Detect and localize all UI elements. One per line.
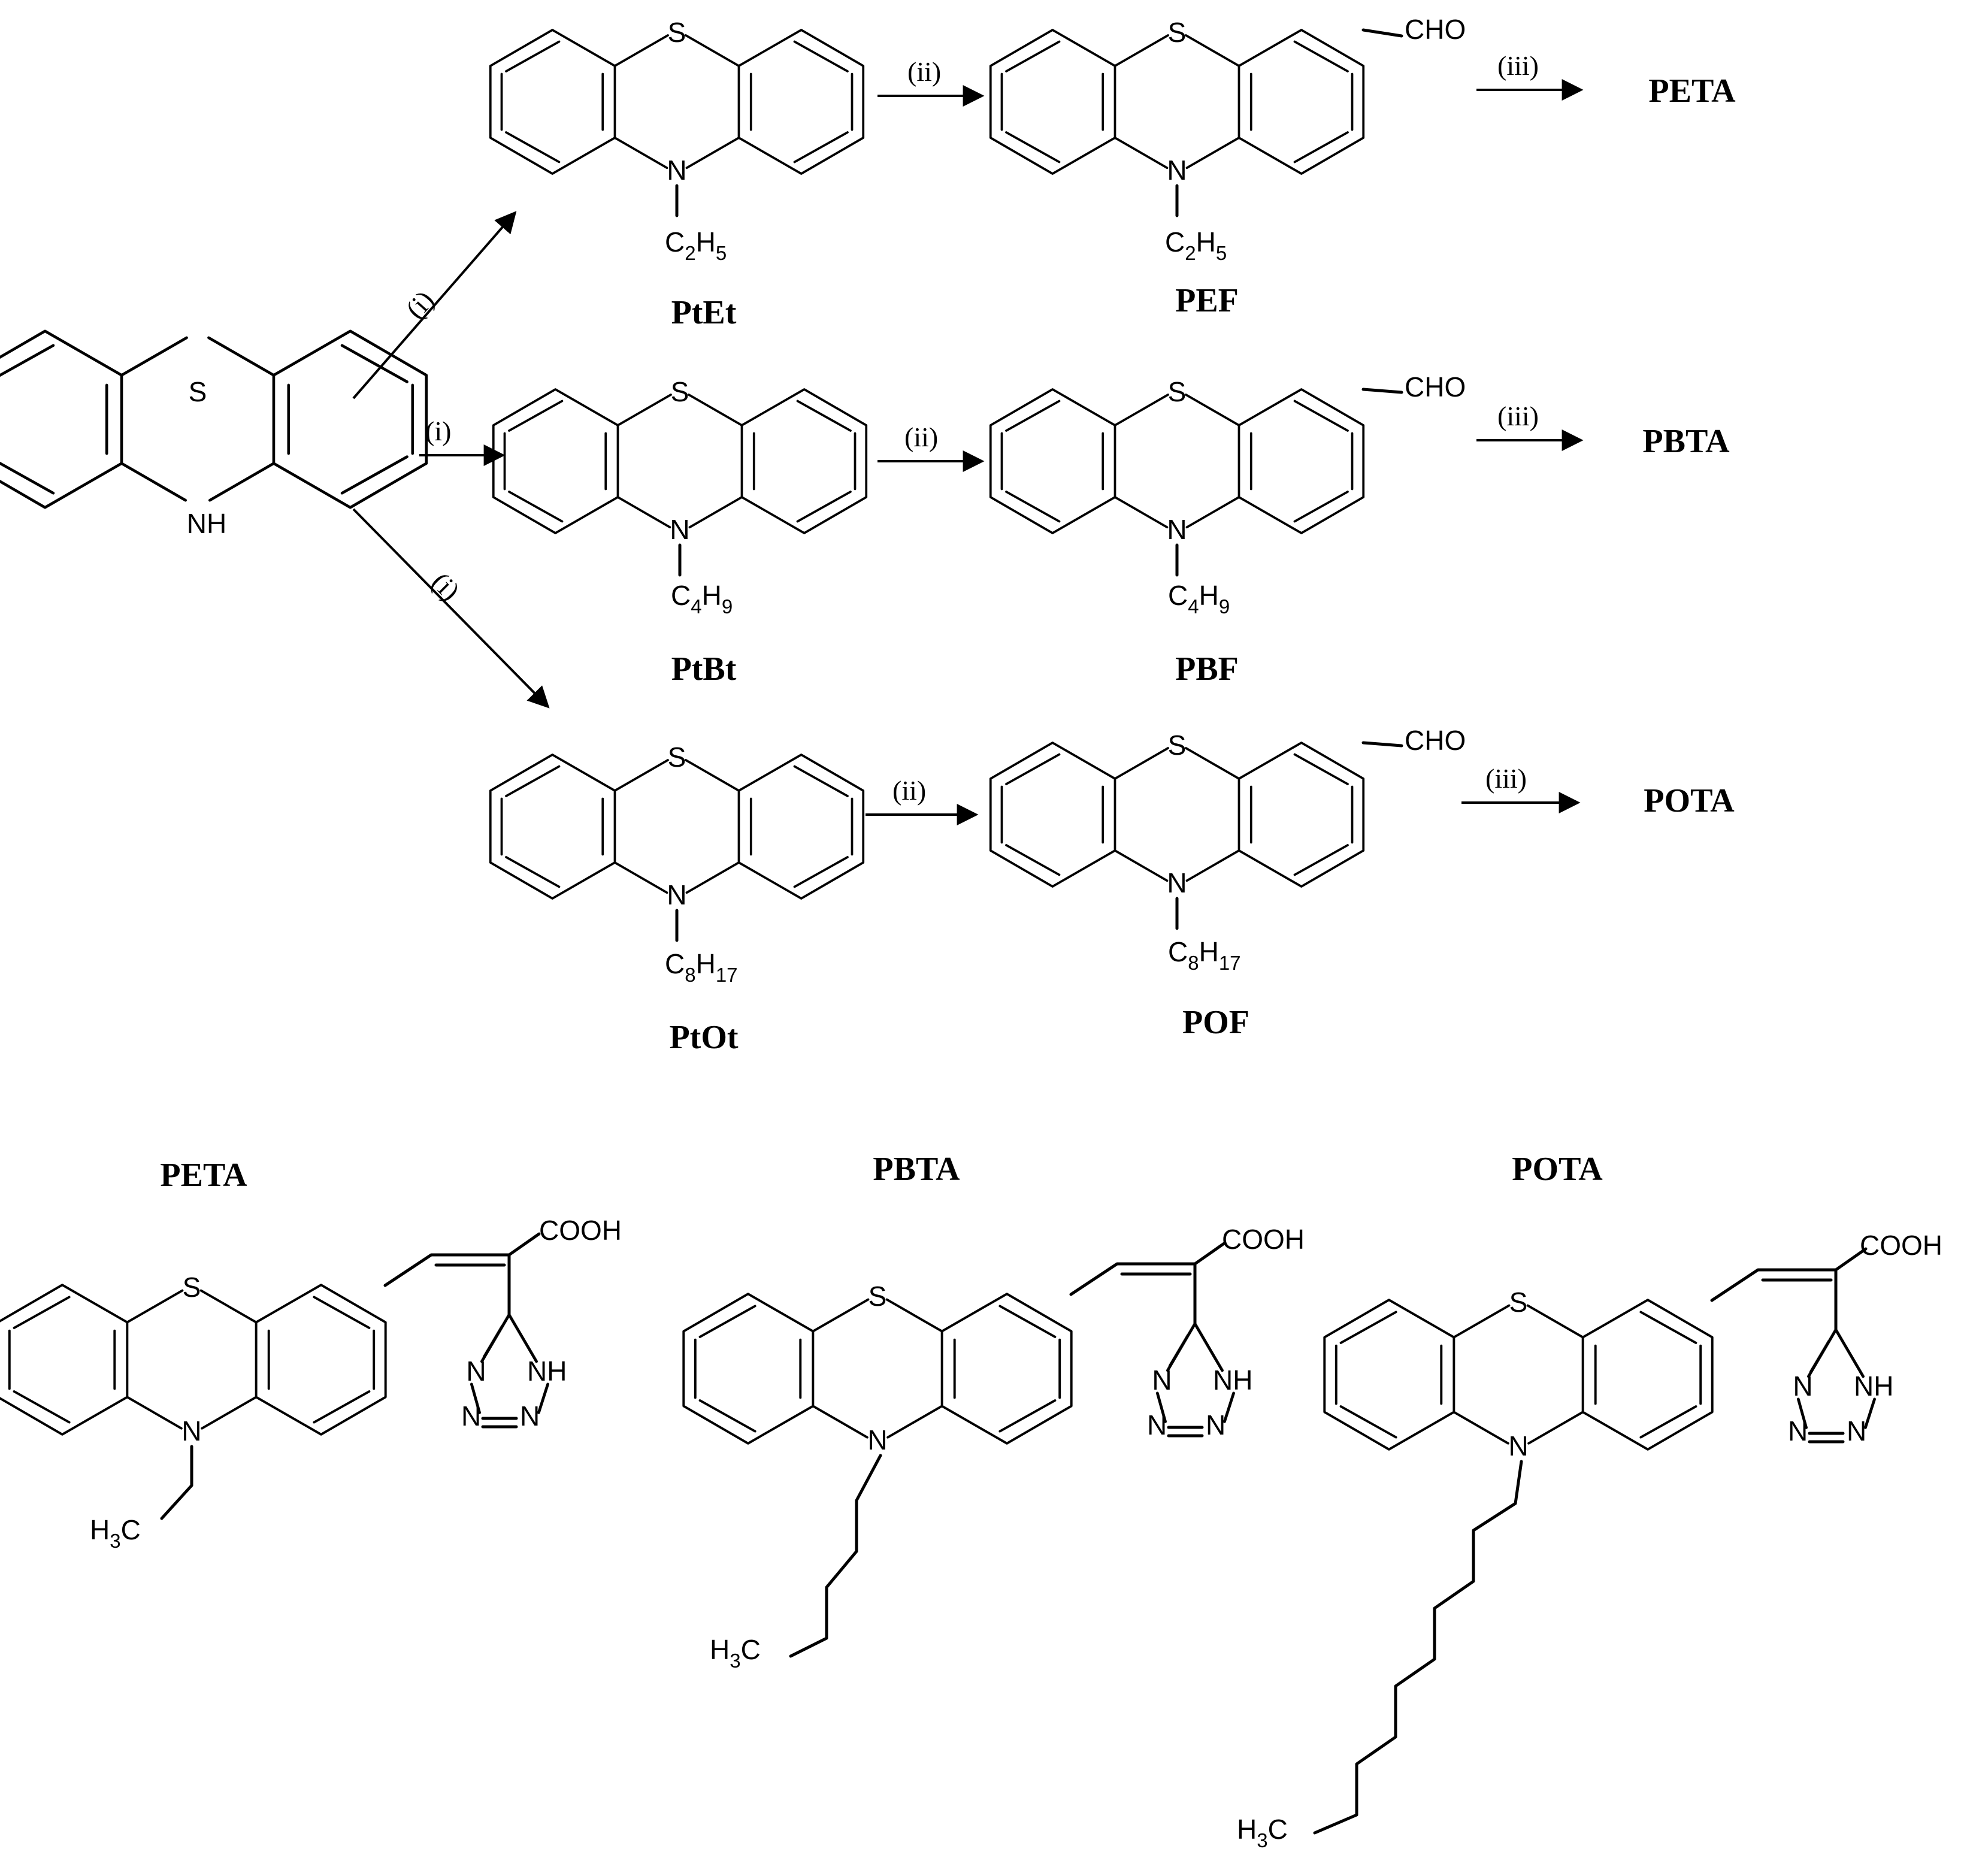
aldehyde-label: CHO bbox=[1405, 14, 1466, 45]
tetrazole-N-bottom: N bbox=[1147, 1409, 1167, 1441]
atom-S: S bbox=[668, 742, 686, 773]
atom-S: S bbox=[1168, 730, 1187, 761]
tetrazole-N: N bbox=[466, 1355, 486, 1387]
label-PtBt: PtBt bbox=[671, 650, 737, 688]
compound-PtOt: S N C8H17 PtOt bbox=[489, 742, 865, 1056]
label-PBTA-heading: PBTA bbox=[873, 1151, 960, 1188]
aldehyde-label: CHO bbox=[1405, 371, 1466, 403]
methyl-label: H3C bbox=[90, 1514, 141, 1552]
carboxylic-acid-label: COOH bbox=[1222, 1224, 1305, 1255]
label-POF: POF bbox=[1182, 1004, 1249, 1041]
atom-N: N bbox=[181, 1415, 201, 1447]
atom-N: N bbox=[1167, 867, 1187, 898]
label-POTA-heading: POTA bbox=[1512, 1151, 1603, 1188]
compound-PEF: S N C2H5 CHO PEF bbox=[989, 14, 1466, 319]
condition-i-middle: (i) bbox=[425, 416, 451, 446]
tetrazole-N-bottom-2: N bbox=[1847, 1415, 1866, 1447]
butyl-label: C4H9 bbox=[671, 580, 733, 618]
label-PBTA-product-row2: PBTA bbox=[1642, 423, 1730, 460]
tetrazole-N-bottom-2: N bbox=[1206, 1409, 1225, 1441]
label-POTA-product-row3: POTA bbox=[1644, 782, 1735, 819]
condition-iii-row2: (iii) bbox=[1497, 401, 1539, 431]
aldehyde-label: CHO bbox=[1405, 725, 1466, 756]
label-PETA-product-row1: PETA bbox=[1648, 72, 1736, 110]
structure-PBTA: S N H3C COOH N NH N N bbox=[682, 1224, 1305, 1672]
atom-S: S bbox=[1168, 376, 1187, 407]
label-PEF: PEF bbox=[1175, 282, 1239, 319]
compound-PtEt: S N C2H5 PtEt bbox=[489, 17, 865, 331]
atom-N: N bbox=[1167, 155, 1187, 186]
compound-PtBt: S N C4H9 PtBt bbox=[492, 376, 868, 688]
octyl-label: C8H17 bbox=[665, 948, 738, 986]
tetrazole-NH: NH bbox=[527, 1355, 567, 1387]
atom-N: N bbox=[1167, 514, 1187, 545]
condition-ii-row2: (ii) bbox=[904, 422, 938, 452]
label-PtEt: PtEt bbox=[671, 294, 737, 331]
arrow-i-up bbox=[352, 211, 517, 400]
carboxylic-acid-label: COOH bbox=[539, 1215, 622, 1246]
atom-N: N bbox=[670, 514, 689, 545]
label-PtOt: PtOt bbox=[669, 1019, 738, 1056]
label-PBF: PBF bbox=[1175, 650, 1239, 688]
octyl-label: C8H17 bbox=[1168, 936, 1241, 974]
atom-S: S bbox=[1168, 17, 1187, 48]
methyl-label: H3C bbox=[1237, 1814, 1288, 1851]
structure-PETA: S N H3C COOH N NH N N bbox=[0, 1215, 622, 1552]
arrow-i-down bbox=[352, 508, 550, 709]
tetrazole-N-bottom: N bbox=[1788, 1415, 1808, 1447]
atom-S: S bbox=[189, 376, 207, 407]
atom-S: S bbox=[183, 1272, 201, 1303]
label-PETA-heading: PETA bbox=[160, 1157, 247, 1194]
tetrazole-N: N bbox=[1152, 1364, 1172, 1396]
compound-PBF: S N C4H9 CHO PBF bbox=[989, 371, 1466, 688]
condition-iii-row3: (iii) bbox=[1485, 763, 1527, 794]
atom-N: N bbox=[867, 1424, 887, 1456]
tetrazole-N-bottom-2: N bbox=[520, 1400, 540, 1432]
atom-S: S bbox=[671, 376, 689, 407]
condition-ii-row1: (ii) bbox=[907, 56, 941, 87]
phenothiazine-start: S NH bbox=[0, 331, 426, 539]
ethyl-label: C2H5 bbox=[665, 226, 727, 264]
ethyl-label: C2H5 bbox=[1165, 226, 1227, 264]
structure-POTA: S N H3C COOH N NH N N bbox=[1237, 1230, 1942, 1851]
condition-i-up: (i) bbox=[400, 285, 440, 324]
compound-POF: S N C8H17 CHO POF bbox=[989, 725, 1466, 1041]
tetrazole-N: N bbox=[1793, 1370, 1812, 1402]
condition-i-down: (i) bbox=[426, 566, 466, 606]
condition-ii-row3: (ii) bbox=[892, 775, 926, 806]
tetrazole-NH: NH bbox=[1213, 1364, 1252, 1396]
atom-S: S bbox=[869, 1281, 887, 1312]
atom-N: N bbox=[667, 879, 686, 910]
atom-S: S bbox=[1509, 1287, 1528, 1318]
methyl-label: H3C bbox=[710, 1634, 761, 1672]
tetrazole-N-bottom: N bbox=[461, 1400, 481, 1432]
atom-N: N bbox=[1508, 1430, 1528, 1462]
atom-NH: NH bbox=[187, 508, 226, 539]
condition-iii-row1: (iii) bbox=[1497, 50, 1539, 81]
tetrazole-NH: NH bbox=[1854, 1370, 1893, 1402]
butyl-label: C4H9 bbox=[1168, 580, 1230, 618]
atom-N: N bbox=[667, 155, 686, 186]
carboxylic-acid-label: COOH bbox=[1860, 1230, 1942, 1261]
atom-S: S bbox=[668, 17, 686, 48]
